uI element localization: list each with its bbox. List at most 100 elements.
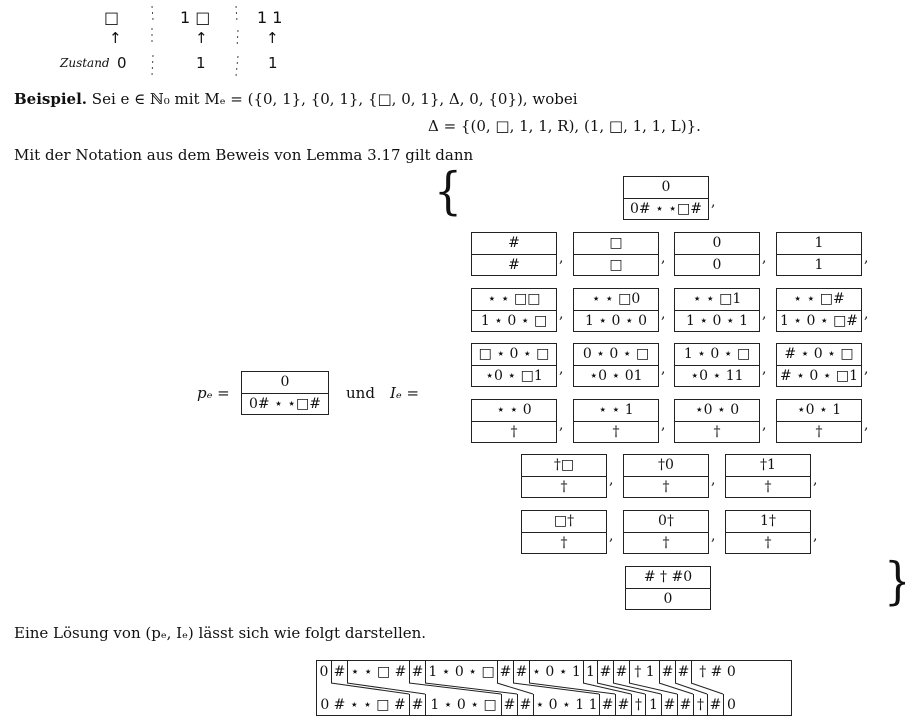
tile-bottom: □ bbox=[609, 256, 623, 273]
tile-top: ⋆0 ⋆ 0 bbox=[675, 400, 759, 422]
connector-line bbox=[424, 682, 518, 695]
ie-tile: □†† bbox=[521, 510, 607, 554]
tile-bottom: † bbox=[560, 478, 568, 495]
tile-bottom: ⋆0 ⋆ 01 bbox=[589, 367, 643, 384]
tile-bottom: 1 bbox=[814, 256, 824, 273]
solution-cell: 1 bbox=[645, 694, 661, 716]
solution-cell: ⋆ 0 ⋆ 1 bbox=[529, 661, 583, 683]
tile-top: 0 ⋆ 0 ⋆ □ bbox=[574, 344, 658, 366]
solution-cell: † 1 bbox=[629, 661, 659, 683]
ie-tile: ## bbox=[471, 232, 557, 276]
tile-top: 0 bbox=[675, 233, 759, 255]
sketch-header-2: 1 1 bbox=[257, 8, 283, 27]
tile-bottom: † bbox=[764, 534, 772, 551]
solution-connector-lines bbox=[330, 682, 724, 695]
solution-cell: ⋆ ⋆ □ # bbox=[347, 661, 409, 683]
tile-top: 1† bbox=[726, 511, 810, 533]
ie-tile: †1† bbox=[725, 454, 811, 498]
ie-tile: †□† bbox=[521, 454, 607, 498]
comma-separator: , bbox=[762, 306, 767, 322]
ie-tile: □□ bbox=[573, 232, 659, 276]
solution-cell: # bbox=[497, 661, 513, 683]
tile-bottom: † bbox=[612, 423, 620, 440]
solution-cell: 1 bbox=[583, 661, 597, 683]
sketch-header-0: □ bbox=[104, 8, 120, 27]
tile-bottom: 0 bbox=[663, 590, 673, 607]
solution-cell: 0 # ⋆ ⋆ □ # bbox=[320, 697, 406, 713]
sketch-state-label: Zustand bbox=[60, 56, 110, 70]
connector-line bbox=[596, 682, 646, 695]
connector-line bbox=[496, 682, 534, 695]
solution-line: Eine Lösung von (pₑ, Iₑ) lässt sich wie … bbox=[14, 624, 427, 642]
solution-cell: # bbox=[409, 661, 425, 683]
solution-cell: # bbox=[661, 694, 677, 716]
tile-top: ⋆ ⋆ □□ bbox=[472, 289, 556, 311]
solution-cell: # bbox=[613, 661, 629, 683]
ie-label: Iₑ = bbox=[390, 384, 420, 402]
comma-separator: , bbox=[864, 250, 869, 266]
connector-line bbox=[674, 682, 708, 695]
tile-bottom: † bbox=[560, 534, 568, 551]
solution-cell: # bbox=[599, 694, 615, 716]
connector-line bbox=[512, 682, 600, 695]
connector-line bbox=[690, 682, 724, 695]
solution-cell: # bbox=[331, 661, 347, 683]
tile-bottom: † bbox=[662, 534, 670, 551]
tile-bottom: 1 ⋆ 0 ⋆ 0 bbox=[584, 312, 648, 329]
connector-line bbox=[582, 682, 632, 695]
ie-tile: ⋆ ⋆ □#1 ⋆ 0 ⋆ □# bbox=[776, 288, 862, 332]
final-period: . bbox=[896, 584, 901, 602]
solution-cell: # bbox=[675, 661, 691, 683]
tile-bottom: ⋆0 ⋆ 11 bbox=[690, 367, 744, 384]
sketch-header-1: 1 □ bbox=[180, 8, 211, 27]
ie-tile: ⋆0 ⋆ 1† bbox=[776, 399, 862, 443]
comma-separator: , bbox=[813, 528, 818, 544]
tile-top: †0 bbox=[624, 455, 708, 477]
beispiel-paragraph: Beispiel. Sei e ∈ ℕ₀ mit Mₑ = ({0, 1}, {… bbox=[14, 90, 578, 108]
connector-line bbox=[346, 682, 426, 695]
solution-cell: # bbox=[659, 661, 675, 683]
comma-separator: , bbox=[661, 250, 666, 266]
beispiel-label: Beispiel. bbox=[14, 90, 88, 108]
comma-separator: , bbox=[559, 361, 564, 377]
solution-cell: # bbox=[677, 694, 693, 716]
comma-separator: , bbox=[661, 417, 666, 433]
tile-top: # † #0 bbox=[626, 567, 710, 589]
ie-tile: ⋆ ⋆ □□1 ⋆ 0 ⋆ □ bbox=[471, 288, 557, 332]
tile-bottom: # ⋆ 0 ⋆ □1 bbox=[779, 367, 859, 384]
tile-bottom: 1 ⋆ 0 ⋆ □# bbox=[779, 312, 859, 329]
tile-top: ⋆0 ⋆ 1 bbox=[777, 400, 861, 422]
und-word: und bbox=[346, 384, 375, 402]
sketch-state-1: 1 bbox=[196, 54, 206, 72]
connector-line bbox=[408, 682, 502, 695]
solution-cell: 0 bbox=[723, 694, 739, 716]
comma-separator: , bbox=[661, 306, 666, 322]
connector-line bbox=[330, 682, 410, 695]
solution-cell: # bbox=[501, 694, 517, 716]
comma-separator: , bbox=[711, 194, 716, 210]
sketch-state-2: 1 bbox=[268, 54, 278, 72]
left-brace: { bbox=[434, 162, 462, 221]
comma-separator: , bbox=[762, 250, 767, 266]
beispiel-line1: Sei e ∈ ℕ₀ mit Mₑ = ({0, 1}, {0, 1}, {□,… bbox=[91, 90, 578, 108]
pe-tile: 0 0# ⋆ ⋆□# bbox=[241, 371, 329, 415]
tile-bottom: † bbox=[662, 478, 670, 495]
tile-top: 1 bbox=[777, 233, 861, 255]
solution-cell: # bbox=[409, 694, 425, 716]
tile-top: □ ⋆ 0 ⋆ □ bbox=[472, 344, 556, 366]
solution-cell: ⋆ 0 ⋆ 1 1 bbox=[533, 694, 599, 716]
connector-line bbox=[612, 682, 662, 695]
ie-tile: †0† bbox=[623, 454, 709, 498]
ie-tile: 1†† bbox=[725, 510, 811, 554]
solution-cell: † bbox=[693, 694, 707, 716]
tile-bottom: † bbox=[713, 423, 721, 440]
comma-separator: , bbox=[864, 417, 869, 433]
solution-cell: † bbox=[631, 694, 645, 716]
solution-cell: 1 ⋆ 0 ⋆ □ bbox=[425, 661, 497, 683]
tile-top: ⋆ ⋆ □1 bbox=[675, 289, 759, 311]
sketch-state-0: 0 bbox=[117, 54, 127, 72]
ie-tile: 0 ⋆ 0 ⋆ □⋆0 ⋆ 01 bbox=[573, 343, 659, 387]
